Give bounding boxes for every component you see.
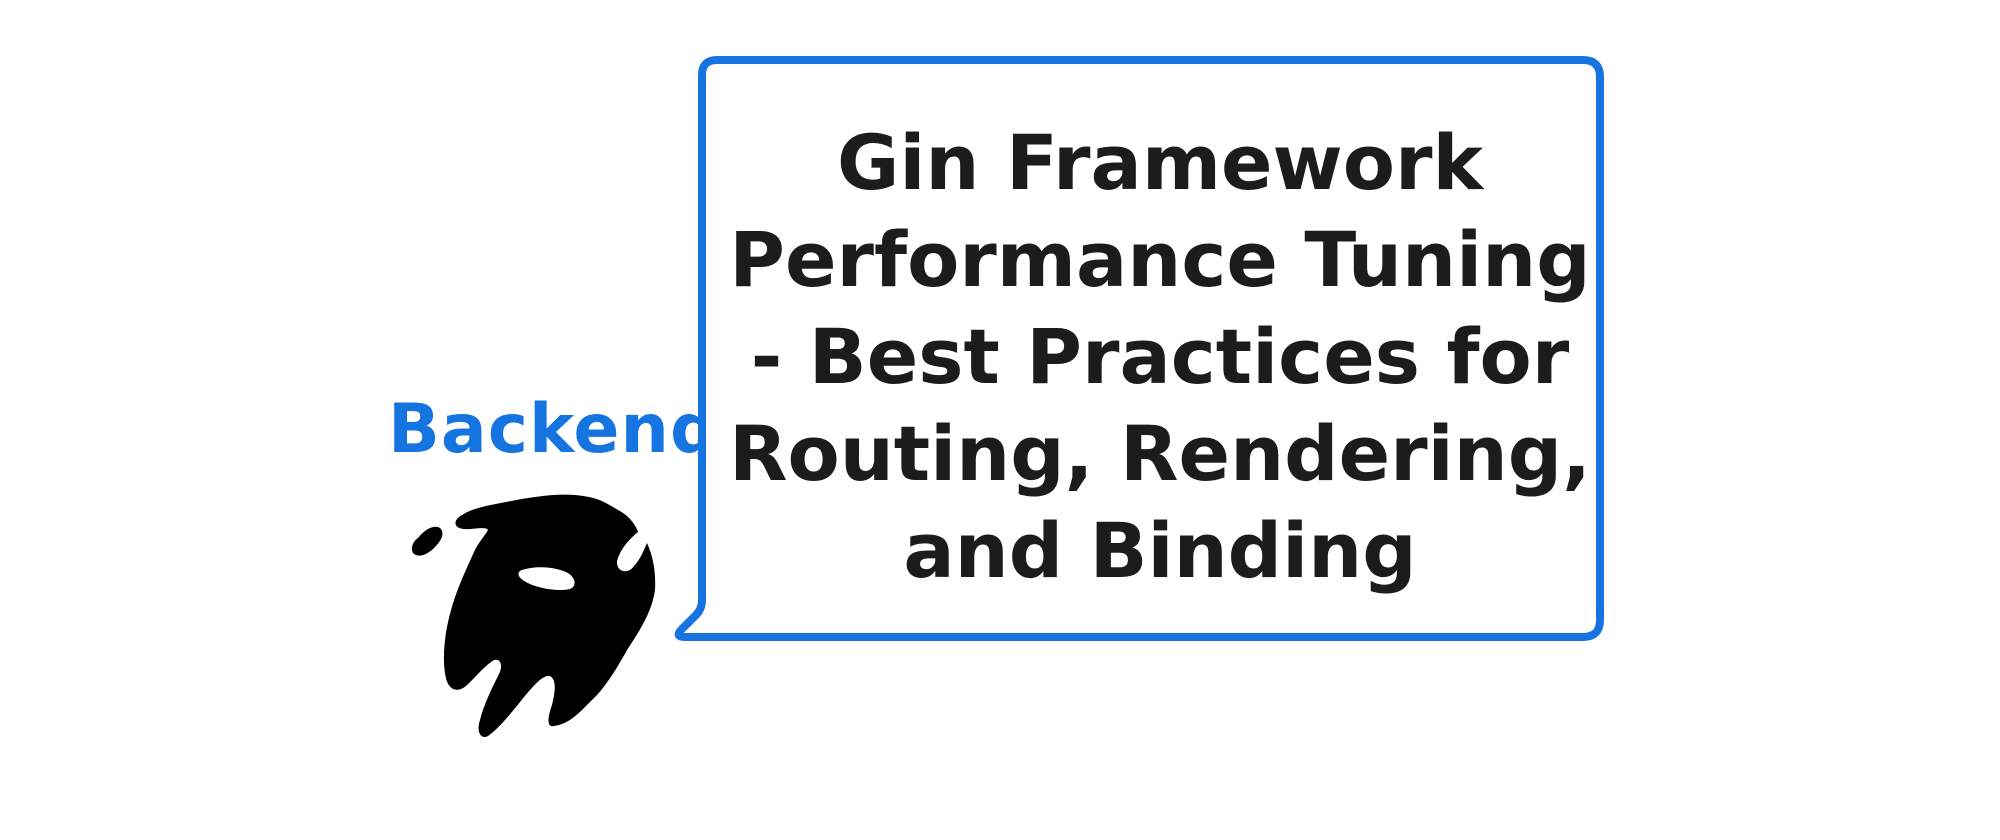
post-title-line: and Binding: [903, 506, 1417, 595]
post-title: Gin Framework Performance Tuning - Best …: [715, 114, 1605, 599]
post-title-line: - Best Practices for: [750, 312, 1570, 401]
post-title-line: Gin Framework: [837, 118, 1483, 207]
category-label: Backend: [388, 390, 720, 469]
ghost-mascot-icon: [411, 494, 656, 738]
post-title-line: Performance Tuning: [729, 215, 1591, 304]
post-title-line: Routing, Rendering,: [728, 409, 1592, 498]
